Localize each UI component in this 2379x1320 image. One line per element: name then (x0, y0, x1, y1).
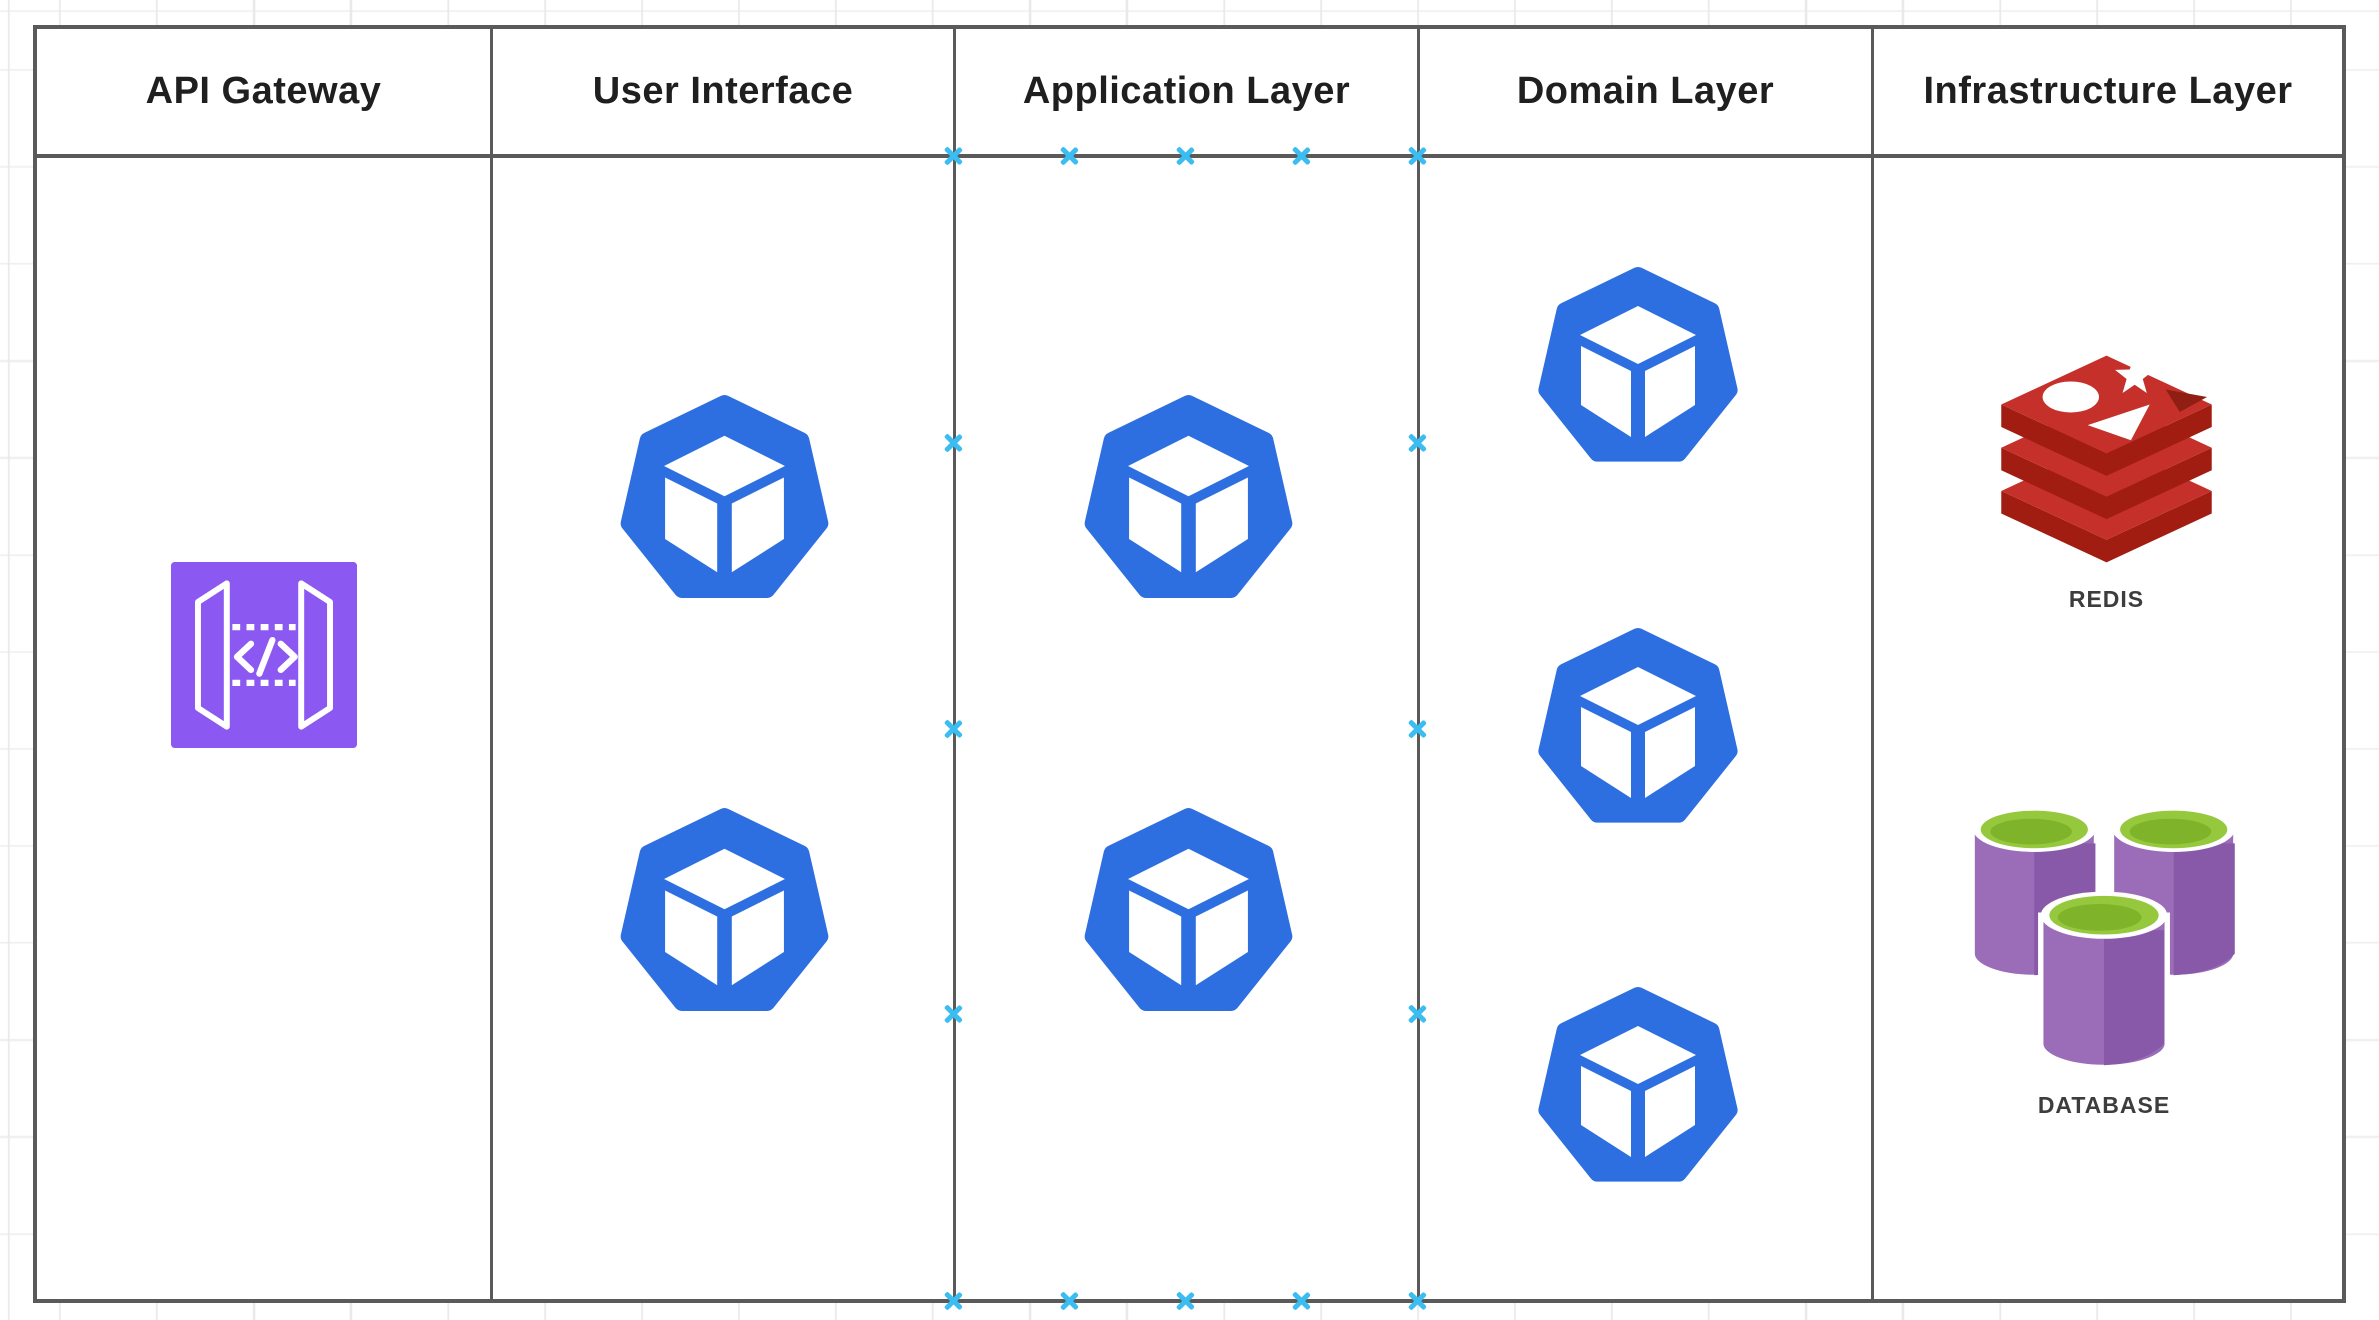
connection-point-icon[interactable] (1406, 1290, 1428, 1312)
connection-point-icon[interactable] (1174, 145, 1196, 167)
column-title: Domain Layer (1516, 70, 1775, 112)
connection-point-icon[interactable] (942, 145, 964, 167)
connection-point-icon[interactable] (942, 718, 964, 740)
redis-node[interactable]: REDIS (1990, 350, 2223, 613)
connection-point-icon[interactable] (1406, 718, 1428, 740)
column-body-application-layer[interactable] (956, 158, 1417, 1299)
connection-point-icon[interactable] (1058, 1290, 1080, 1312)
column-header-application-layer[interactable]: Application Layer (956, 29, 1417, 158)
component-icon[interactable] (1083, 806, 1294, 1027)
column-title: Infrastructure Layer (1923, 70, 2293, 112)
column-body-api-gateway[interactable] (37, 158, 490, 1299)
column-title: User Interface (592, 70, 854, 112)
redis-label: REDIS (2068, 586, 2145, 612)
component-icon[interactable] (1538, 265, 1738, 477)
column-header-infrastructure-layer[interactable]: Infrastructure Layer (1874, 29, 2342, 158)
column-user-interface: User Interface (490, 29, 953, 1299)
connection-point-icon[interactable] (1290, 145, 1312, 167)
column-api-gateway: API Gateway (37, 29, 490, 1299)
database-node[interactable]: DATABASE (1970, 795, 2238, 1119)
connection-point-icon[interactable] (1058, 145, 1080, 167)
column-header-domain-layer[interactable]: Domain Layer (1420, 29, 1871, 158)
component-icon[interactable] (619, 806, 830, 1027)
component-icon[interactable] (619, 393, 830, 614)
column-body-infrastructure-layer[interactable]: REDIS DATABASE (1874, 158, 2342, 1299)
database-icon (1970, 795, 2238, 1074)
connection-point-icon[interactable] (1290, 1290, 1312, 1312)
swimlane-table: API Gateway User Interface (33, 25, 2346, 1303)
component-icon[interactable] (1538, 985, 1738, 1197)
connection-point-icon[interactable] (1406, 145, 1428, 167)
column-domain-layer: Domain Layer (1417, 29, 1871, 1299)
connection-point-icon[interactable] (1406, 432, 1428, 454)
api-gateway-icon[interactable] (170, 562, 358, 748)
connection-point-icon[interactable] (942, 432, 964, 454)
column-title: Application Layer (1022, 70, 1351, 112)
connection-point-icon[interactable] (942, 1290, 964, 1312)
column-body-domain-layer[interactable] (1420, 158, 1871, 1299)
redis-icon (1990, 350, 2223, 568)
component-icon[interactable] (1538, 626, 1738, 838)
column-application-layer: Application Layer (953, 29, 1417, 1299)
database-label: DATABASE (2037, 1092, 2171, 1118)
column-infrastructure-layer: Infrastructure Layer REDIS DATABASE (1871, 29, 2342, 1299)
column-header-user-interface[interactable]: User Interface (493, 29, 953, 158)
connection-point-icon[interactable] (942, 1003, 964, 1025)
column-body-user-interface[interactable] (493, 158, 953, 1299)
connection-point-icon[interactable] (1174, 1290, 1196, 1312)
column-header-api-gateway[interactable]: API Gateway (37, 29, 490, 158)
connection-point-icon[interactable] (1406, 1003, 1428, 1025)
column-title: API Gateway (145, 70, 382, 112)
component-icon[interactable] (1083, 393, 1294, 614)
